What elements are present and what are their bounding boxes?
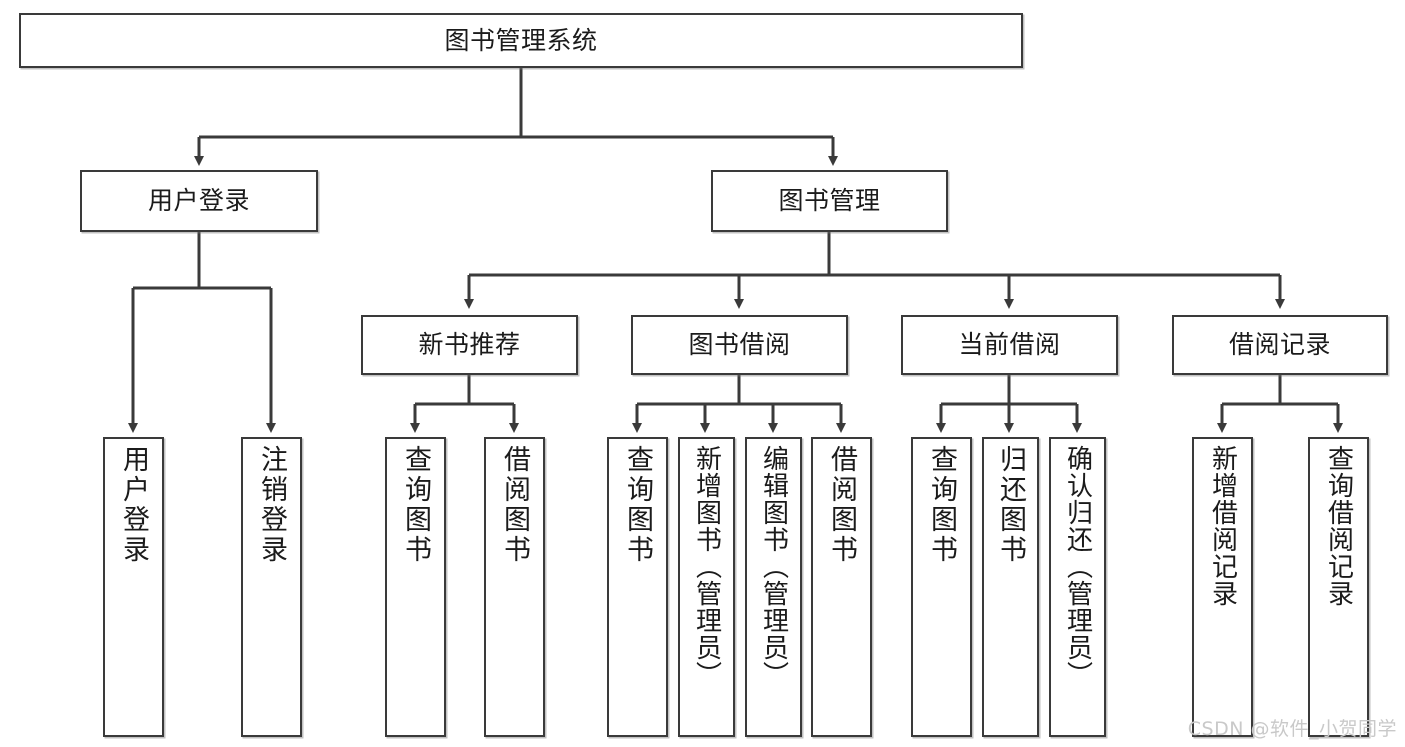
node-label: 查询图书 <box>622 445 653 565</box>
node-label: 注销登录 <box>256 445 287 565</box>
leaf-query-book-current[interactable]: 查询图书 <box>911 437 972 737</box>
leaf-borrow-book-recommend[interactable]: 借阅图书 <box>484 437 545 737</box>
node-label: 借阅图书 <box>826 445 857 565</box>
node-root-system[interactable]: 图书管理系统 <box>19 13 1023 68</box>
csdn-watermark: CSDN @软件_小贺同学 <box>1187 718 1397 740</box>
node-book-borrow[interactable]: 图书借阅 <box>631 315 848 375</box>
leaf-query-book-recommend[interactable]: 查询图书 <box>385 437 446 737</box>
leaf-return-book[interactable]: 归还图书 <box>982 437 1039 737</box>
node-borrow-record[interactable]: 借阅记录 <box>1172 315 1388 375</box>
leaf-user-login[interactable]: 用户登录 <box>103 437 164 737</box>
node-label: 新增图书（管理员） <box>691 445 722 688</box>
leaf-add-borrow-record[interactable]: 新增借阅记录 <box>1192 437 1253 737</box>
node-label: 借阅记录 <box>1228 330 1331 360</box>
leaf-add-book-admin[interactable]: 新增图书（管理员） <box>678 437 735 737</box>
node-book-management[interactable]: 图书管理 <box>711 170 948 232</box>
node-label: 借阅图书 <box>499 445 530 565</box>
node-label: 确认归还（管理员） <box>1062 445 1093 688</box>
node-label: 查询借阅记录 <box>1323 445 1354 607</box>
leaf-query-book-borrow[interactable]: 查询图书 <box>607 437 668 737</box>
node-label: 新增借阅记录 <box>1207 445 1238 607</box>
node-label: 当前借阅 <box>958 330 1061 360</box>
node-new-book-recommend[interactable]: 新书推荐 <box>361 315 578 375</box>
leaf-query-borrow-record[interactable]: 查询借阅记录 <box>1308 437 1369 737</box>
node-label: 查询图书 <box>926 445 957 565</box>
node-label: 用户登录 <box>118 445 149 565</box>
leaf-borrow-book[interactable]: 借阅图书 <box>811 437 872 737</box>
leaf-confirm-return-admin[interactable]: 确认归还（管理员） <box>1049 437 1106 737</box>
node-label: 归还图书 <box>995 445 1026 565</box>
node-label: 图书借阅 <box>688 330 791 360</box>
node-user-login[interactable]: 用户登录 <box>80 170 318 232</box>
node-current-borrow[interactable]: 当前借阅 <box>901 315 1118 375</box>
node-label: 新书推荐 <box>418 330 521 360</box>
leaf-logout[interactable]: 注销登录 <box>241 437 302 737</box>
node-label: 用户登录 <box>147 186 250 216</box>
node-label: 编辑图书（管理员） <box>758 445 789 688</box>
node-label: 图书管理系统 <box>444 25 598 55</box>
node-label: 查询图书 <box>400 445 431 565</box>
node-label: 图书管理 <box>778 186 881 216</box>
leaf-edit-book-admin[interactable]: 编辑图书（管理员） <box>745 437 802 737</box>
